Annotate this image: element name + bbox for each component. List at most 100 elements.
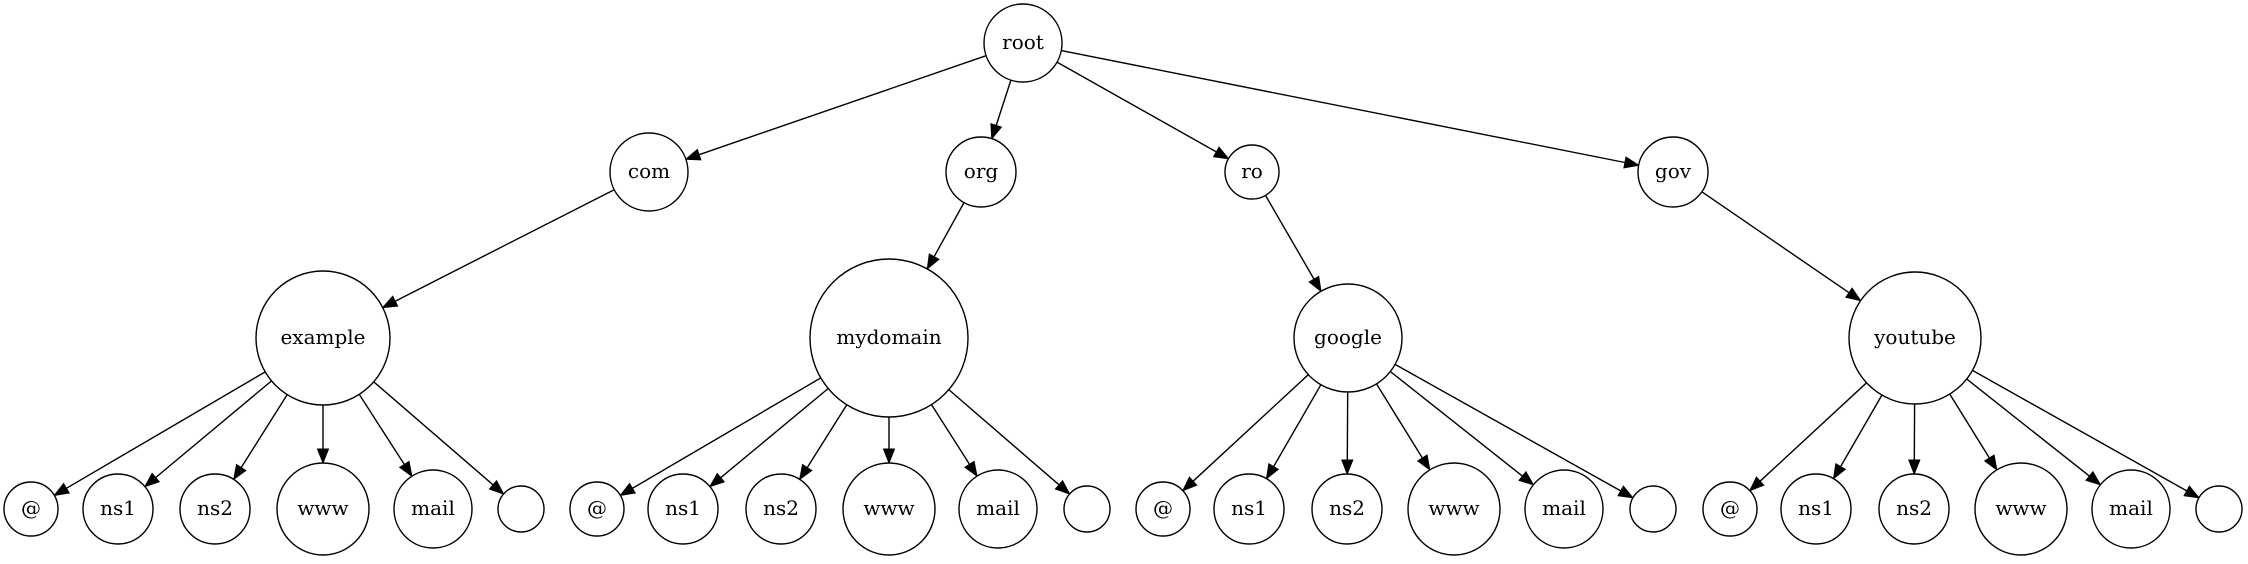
node-go-mail: mail	[1524, 469, 1604, 549]
edge-root-to-com	[684, 55, 987, 161]
edge-mydomain-to-my_at	[619, 377, 822, 497]
arrowhead	[53, 482, 71, 497]
arrowhead	[1265, 463, 1280, 480]
node-ex-ns2: ns2	[179, 473, 251, 545]
edge-line	[1061, 49, 1626, 164]
arrowhead	[1341, 459, 1354, 476]
arrowhead	[488, 479, 505, 495]
node-circle	[1848, 271, 1982, 405]
edge-line	[1264, 195, 1315, 280]
node-circle	[2091, 469, 2171, 549]
edge-example-to-ex_ns1	[143, 380, 272, 488]
node-label: ns2	[763, 496, 799, 520]
edge-youtube-to-yt_at	[1748, 382, 1867, 492]
node-yt-ns1: ns1	[1780, 473, 1852, 545]
node-circle	[82, 473, 154, 545]
node-circle	[1780, 473, 1852, 545]
edge-google-to-go_at	[1181, 374, 1309, 492]
arrowhead	[2183, 485, 2201, 499]
edge-line	[1375, 383, 1423, 459]
edge-line	[1949, 393, 1990, 459]
node-label: google	[1314, 325, 1382, 349]
node-yt-blank	[2195, 485, 2243, 533]
edge-line	[373, 381, 494, 486]
edge-youtube-to-yt_www	[1949, 393, 1998, 472]
node-label: @	[1153, 496, 1173, 520]
edge-line	[995, 79, 1012, 126]
edge-line	[1272, 384, 1322, 467]
edge-line	[720, 387, 829, 479]
node-label: ns1	[665, 496, 701, 520]
edge-example-to-ex_at	[53, 371, 266, 497]
node-label: example	[280, 325, 365, 349]
arrowhead	[232, 463, 247, 481]
node-label: ns2	[1896, 496, 1932, 520]
node-label: mail	[411, 496, 455, 520]
node-my-ns1: ns1	[647, 473, 719, 545]
node-circle	[276, 462, 370, 556]
node-label: root	[1002, 30, 1044, 54]
node-circle	[1063, 485, 1111, 533]
edge-gov-to-youtube	[1701, 191, 1862, 302]
edge-example-to-ex_blank	[373, 381, 505, 495]
edge-google-to-go_mail	[1389, 370, 1535, 486]
node-circle	[647, 473, 719, 545]
edge-mydomain-to-my_mail	[930, 404, 978, 478]
node-circle	[3, 481, 59, 537]
node-circle	[255, 270, 391, 406]
edge-line	[1966, 378, 2090, 477]
node-label: www	[863, 496, 914, 520]
node-example: example	[255, 270, 391, 406]
edge-root-to-gov	[1061, 49, 1641, 169]
node-ex-at: @	[3, 481, 59, 537]
edge-line	[1192, 374, 1309, 482]
node-label: ns2	[1329, 496, 1365, 520]
node-label: mydomain	[836, 325, 941, 349]
edge-mydomain-to-my_www	[882, 417, 896, 465]
node-label: org	[964, 159, 999, 183]
arrowhead	[1181, 476, 1198, 492]
arrowhead	[143, 472, 161, 488]
node-label: com	[628, 159, 670, 183]
arrowhead	[1832, 463, 1847, 480]
node-circle	[1629, 485, 1677, 533]
edge-mydomain-to-my_ns1	[708, 387, 829, 488]
node-circle	[1213, 473, 1285, 545]
arrowhead	[1623, 156, 1641, 169]
node-my-ns2: ns2	[745, 473, 817, 545]
node-label: ro	[1241, 159, 1263, 183]
edge-line	[933, 202, 965, 258]
edge-layer	[53, 49, 2201, 499]
edge-line	[240, 394, 288, 468]
node-circle	[983, 3, 1063, 83]
arrowhead	[398, 460, 413, 478]
node-circle	[842, 462, 936, 556]
node-circle	[1224, 144, 1280, 200]
arrowhead	[1308, 275, 1322, 293]
arrowhead	[1518, 470, 1535, 486]
node-com: com	[609, 132, 689, 212]
arrowhead	[1845, 287, 1862, 302]
arrowhead	[1212, 146, 1230, 160]
arrowhead	[1416, 454, 1431, 472]
node-label: @	[587, 496, 607, 520]
node-my-mail: mail	[958, 469, 1038, 549]
edge-com-to-example	[381, 189, 615, 309]
edge-youtube-to-yt_ns2	[1908, 403, 1921, 476]
edge-line	[1972, 369, 2188, 492]
node-root: root	[983, 3, 1063, 83]
node-circle	[1135, 481, 1191, 537]
node-circle	[945, 136, 1017, 208]
node-circle	[179, 473, 251, 545]
edge-line	[358, 393, 405, 465]
arrowhead	[1054, 479, 1071, 495]
edge-line	[155, 380, 272, 479]
node-circle	[1407, 462, 1501, 556]
edge-example-to-ex_ns2	[232, 394, 288, 481]
node-go-www: www	[1407, 462, 1501, 556]
node-circle	[1702, 481, 1758, 537]
node-circle	[809, 258, 969, 418]
arrowhead	[1617, 485, 1635, 499]
edge-ro-to-google	[1264, 195, 1322, 293]
edge-line	[698, 55, 987, 156]
